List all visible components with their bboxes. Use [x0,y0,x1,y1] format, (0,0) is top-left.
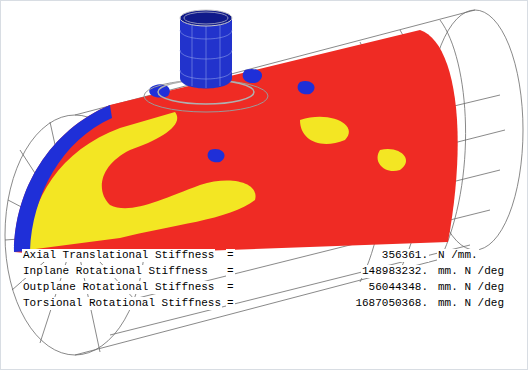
nozzle-mesh [180,22,232,88]
stiffness-unit: mm. N /deg [437,265,505,278]
yellow-zone [28,112,256,250]
stiffness-value: 356361. [381,249,429,262]
blue-edge-band [14,105,112,252]
stiffness-name: Outplane Rotational Stiffness [22,281,215,294]
stiffness-name: Inplane Rotational Stiffness [22,265,209,278]
nozzle-body [180,18,232,89]
equals-sign: = [226,265,235,278]
stiffness-value: 148983232. [361,265,429,278]
red-zone [14,30,458,256]
equals-sign: = [226,281,235,294]
stiffness-unit: N /mm. [437,249,479,262]
stiffness-unit: mm. N /deg [437,281,505,294]
equals-sign: = [226,249,235,262]
stiffness-name: Axial Translational Stiffness [22,249,215,262]
stiffness-name: Torsional Rotational Stiffness [22,297,222,310]
stiffness-value: 56044348. [368,281,429,294]
equals-sign: = [226,297,235,310]
blue-patch [149,69,314,162]
nozzle [144,10,268,112]
nozzle-top [180,10,232,26]
stiffness-unit: mm. N /deg [437,297,505,310]
pipe-wireframe [5,10,523,355]
stress-contour [14,30,458,256]
nozzle-top-inner [184,12,228,24]
yellow-patch [300,117,406,171]
stiffness-value: 1687050368. [354,297,429,310]
